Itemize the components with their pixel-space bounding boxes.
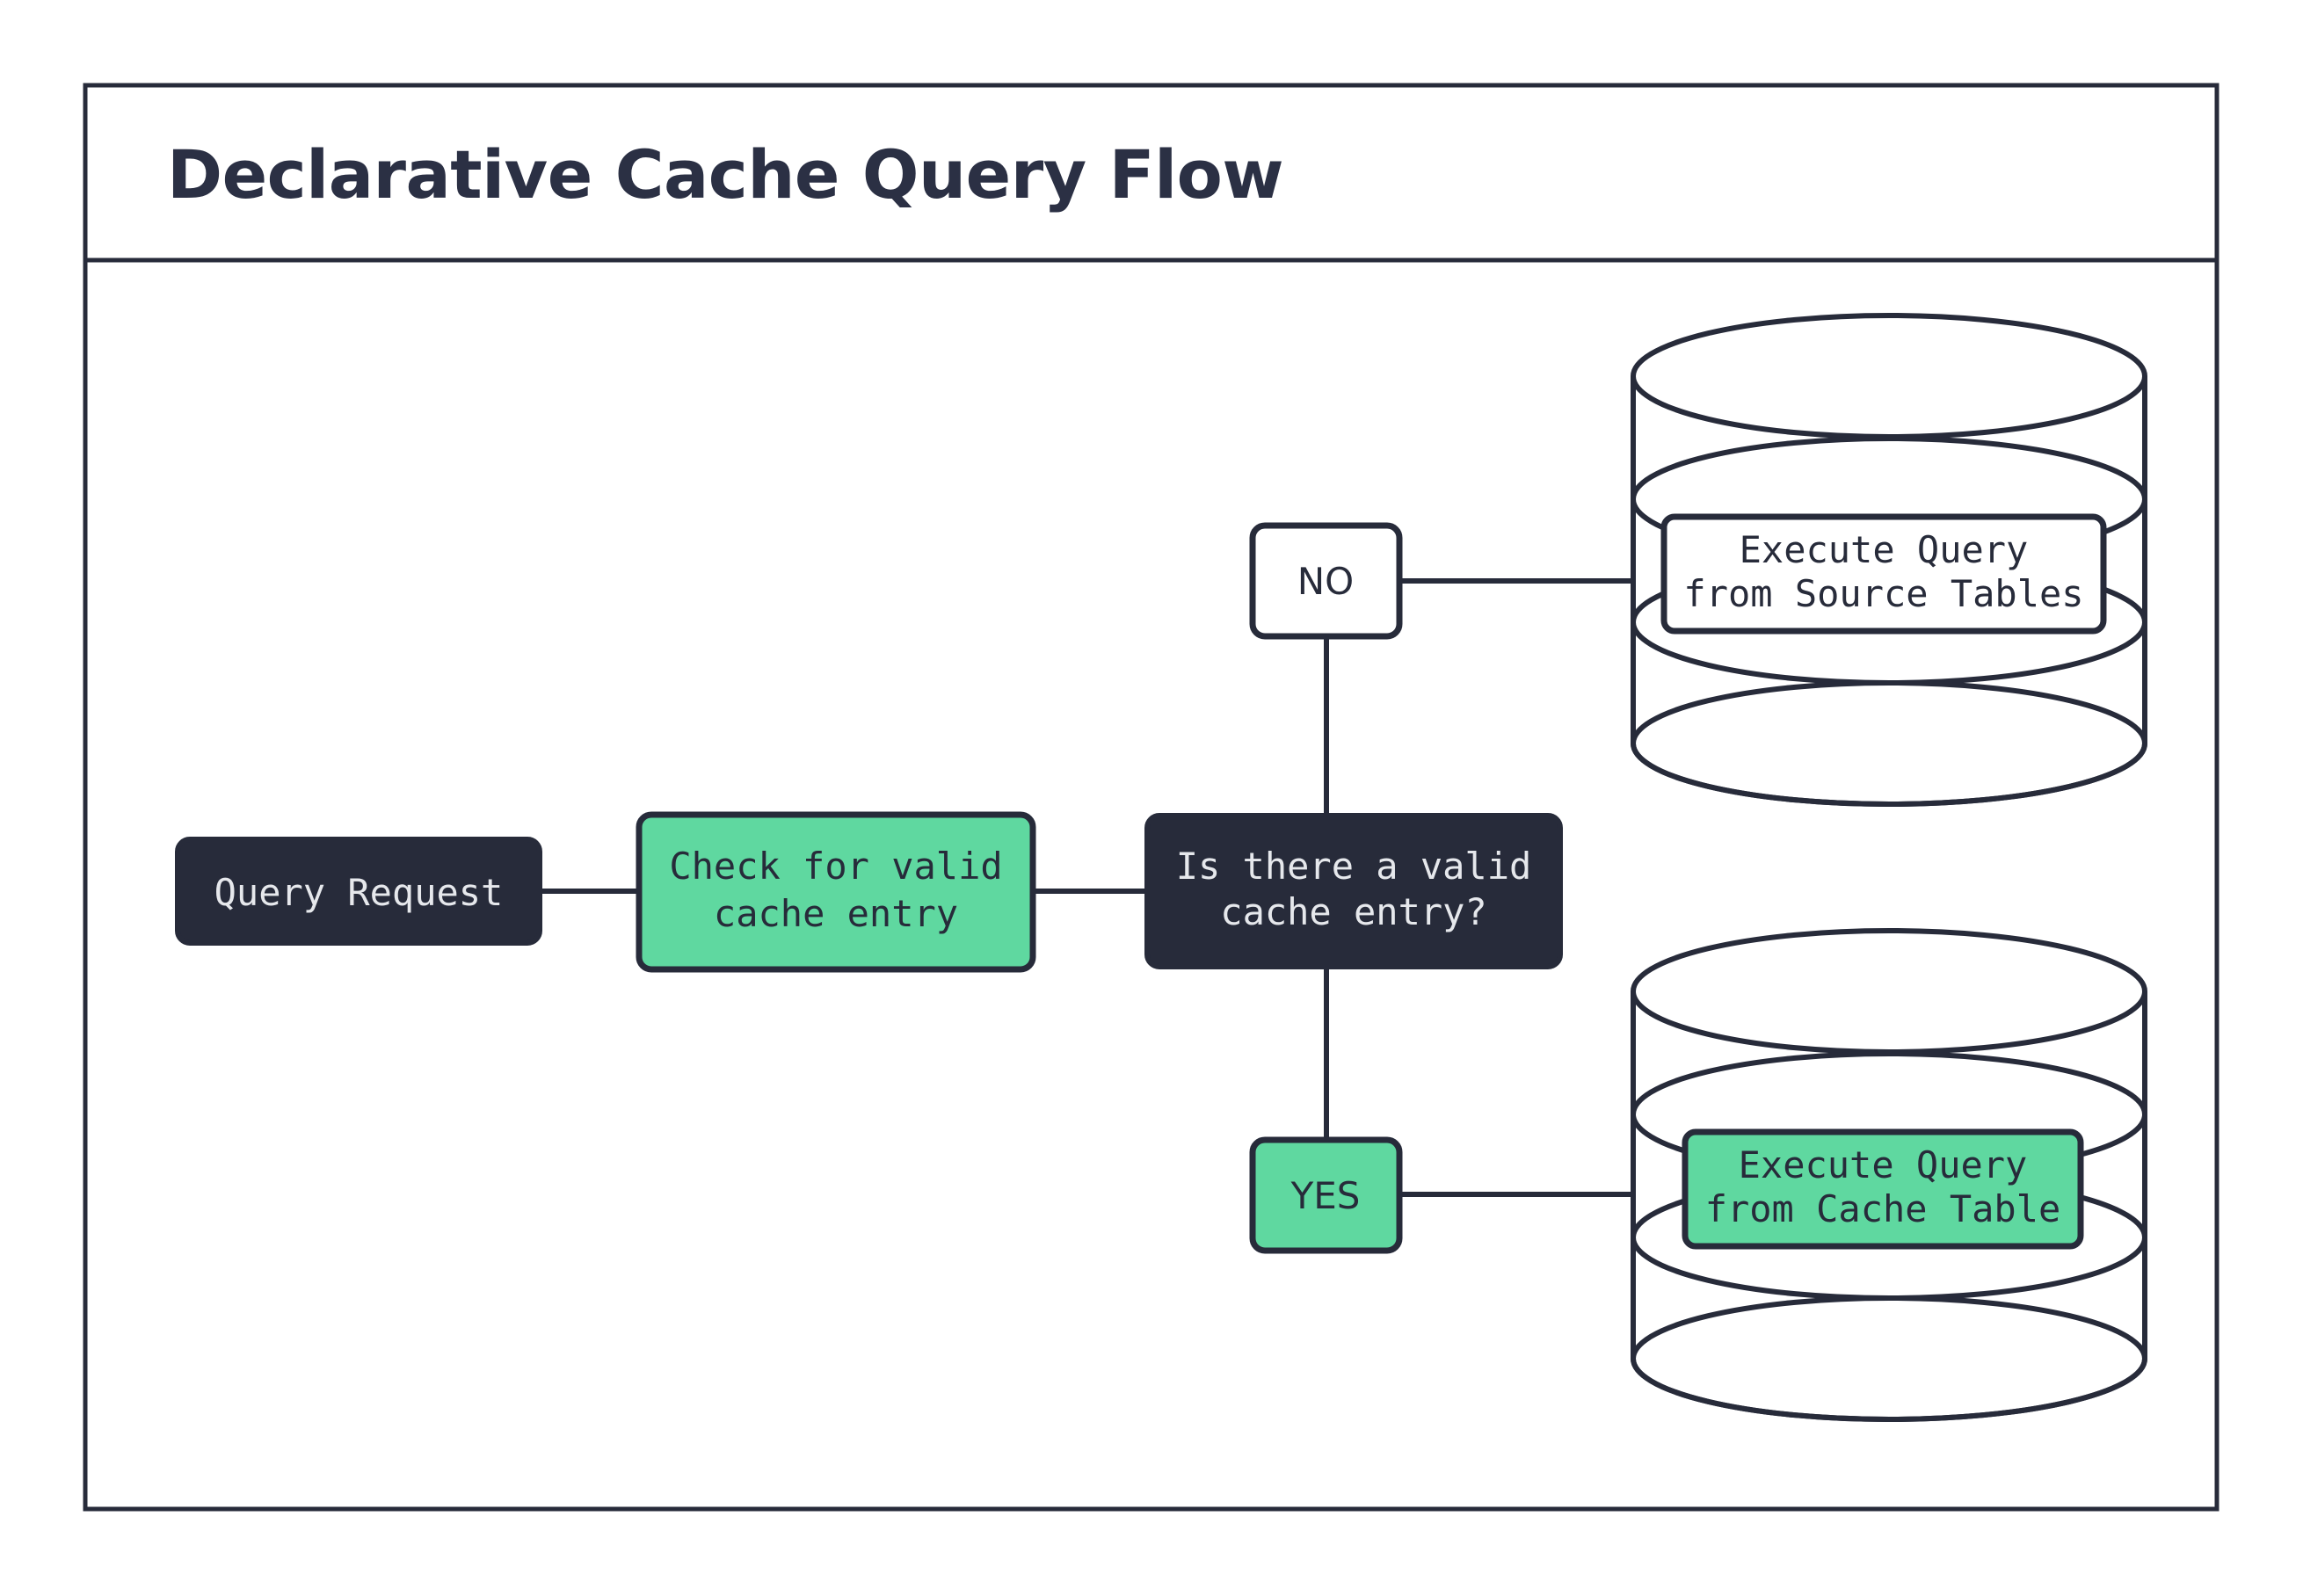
source-tables-line2: from Source Tables [1683, 572, 2083, 615]
page-title: Declarative Cache Query Flow [167, 135, 1283, 214]
cache-table-node[interactable]: Execute Query from Cache Table [1682, 1128, 2084, 1250]
source-tables-line1: Execute Query [1740, 528, 2029, 571]
decision-line1: Is there a valid [1176, 845, 1532, 888]
check-cache-node[interactable]: Check for valid cache entry [636, 811, 1036, 973]
no-label-text: NO [1297, 560, 1354, 603]
decision-line2: cache entry? [1220, 890, 1486, 933]
branch-label-no[interactable]: NO [1249, 522, 1403, 640]
decision-node[interactable]: Is there a valid cache entry? [1144, 813, 1563, 969]
cache-table-line1: Execute Query [1739, 1143, 2028, 1186]
cache-table-line2: from Cache Table [1705, 1187, 2061, 1230]
diagram-frame [83, 83, 2219, 1512]
check-cache-line2: cache entry [714, 892, 958, 935]
query-request-node[interactable]: Query Request [175, 837, 542, 946]
source-tables-node[interactable]: Execute Query from Source Tables [1660, 513, 2107, 635]
branch-label-yes[interactable]: YES [1249, 1136, 1403, 1254]
yes-label-text: YES [1290, 1174, 1361, 1217]
check-cache-line1: Check for valid [669, 845, 1002, 888]
query-request-label: Query Request [214, 871, 504, 914]
